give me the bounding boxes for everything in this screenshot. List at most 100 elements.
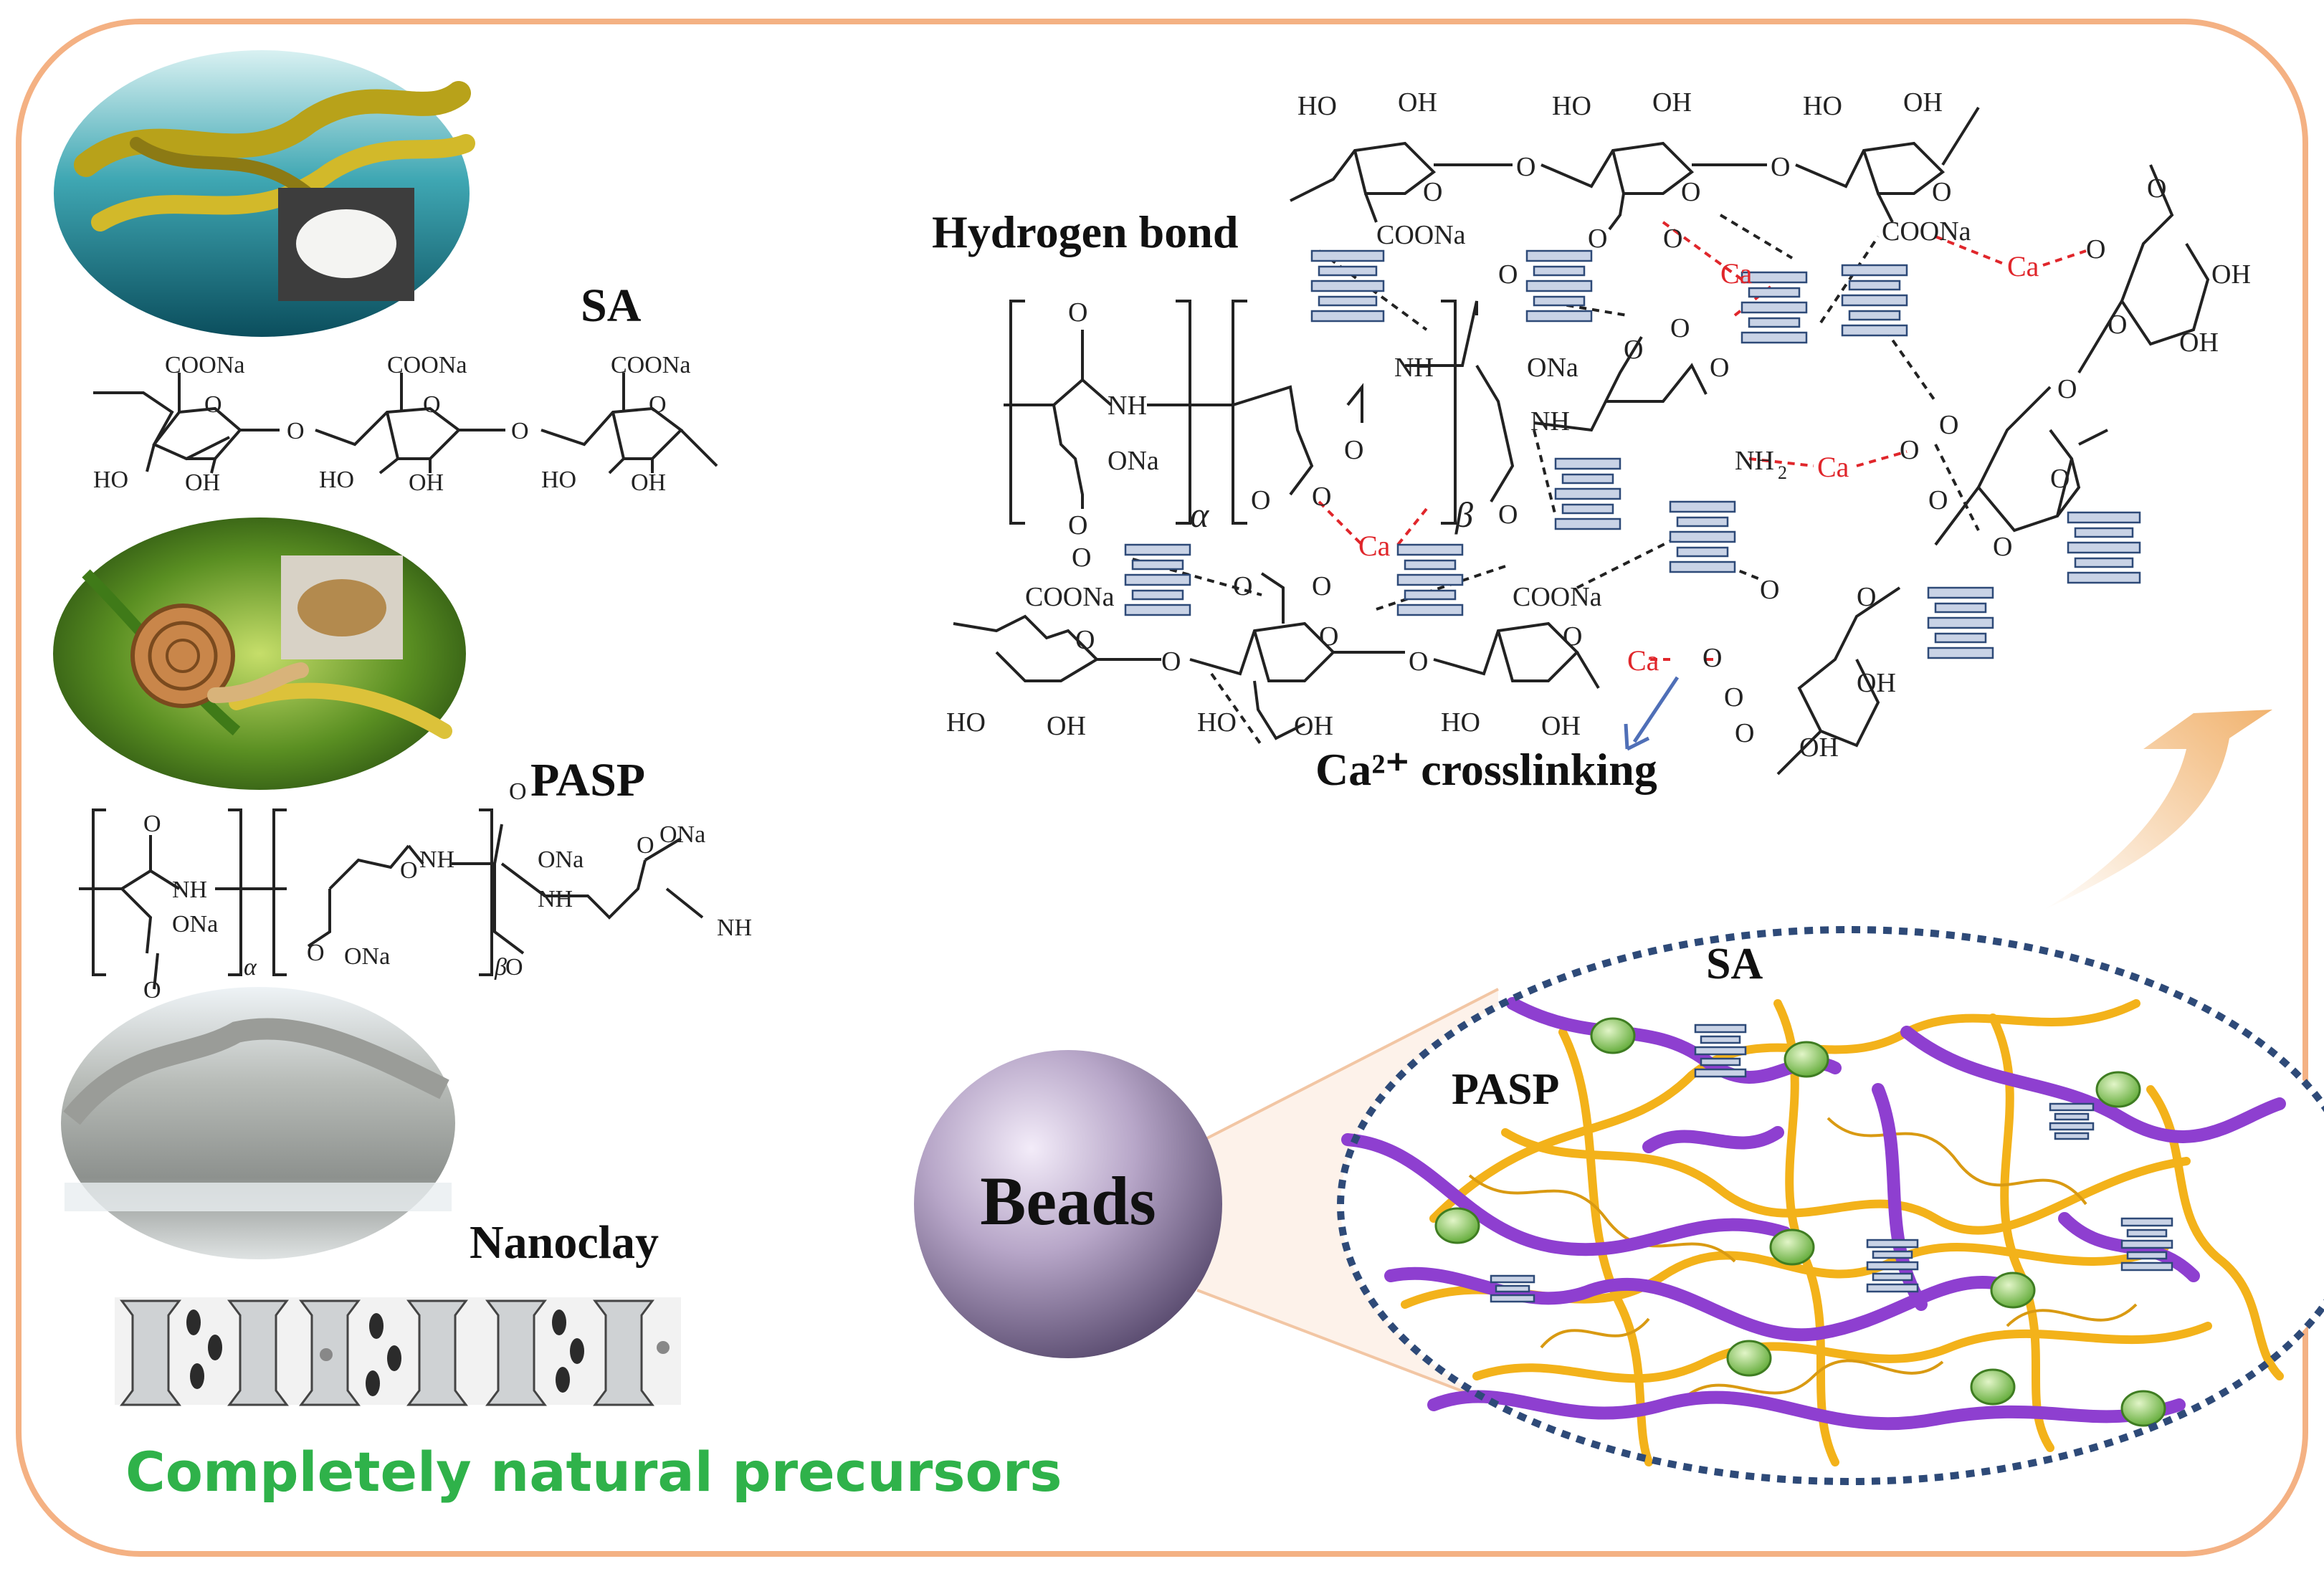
tr-oh-10: OH <box>1799 733 1839 763</box>
seaweed-photo <box>54 50 475 337</box>
pasp-o-7: O <box>505 954 523 981</box>
tr-o-27: O <box>2147 173 2166 204</box>
pasp-o-2: O <box>143 977 161 1003</box>
tr-o-8: O <box>1670 313 1690 343</box>
zoom-line-top <box>1204 988 1499 1141</box>
tr-ona-1: ONa <box>1527 353 1578 383</box>
sa-ho-1: HO <box>93 467 128 493</box>
sa-label: SA <box>581 280 642 332</box>
pasp-ona-2: ONa <box>344 943 390 970</box>
tr-ho-4: HO <box>946 707 986 738</box>
tr-o-19: O <box>1233 571 1252 601</box>
tr-o-14: O <box>1251 485 1270 515</box>
pasp-o-4: O <box>400 857 418 884</box>
tr-o-3: O <box>1681 177 1700 207</box>
tr-o-5: O <box>1932 177 1951 207</box>
tr-o-34: O <box>1993 532 2012 562</box>
tr-oh-7: OH <box>2211 259 2251 290</box>
tr-o-17: O <box>1498 500 1518 530</box>
hydrogen-bond-label: Hydrogen bond <box>932 206 1238 257</box>
tr-o-18: O <box>1072 543 1091 573</box>
ca-label-4: Ca <box>1358 530 1391 562</box>
ca-crosslink-arrowhead <box>1624 723 1650 751</box>
tr-o-28: O <box>2108 310 2127 340</box>
pasp-o-5: O <box>509 778 527 805</box>
network-pasp-label: PASP <box>1452 1065 1559 1114</box>
tr-o-13: O <box>1068 510 1087 540</box>
tr-o-26: O <box>2086 234 2105 264</box>
pasp-nh-2: NH <box>419 846 454 873</box>
sa-o-5: O <box>649 391 667 418</box>
pasp-label: PASP <box>530 754 645 806</box>
pasp-nh-1: NH <box>172 877 207 903</box>
sa-coona-1: COONa <box>165 352 244 378</box>
bead-sphere <box>914 1050 1222 1358</box>
tr-nh2: NH <box>1735 446 1774 476</box>
ca-crosslinking-label: Ca²⁺ crosslinking <box>1315 744 1657 795</box>
sa-structure <box>93 373 718 474</box>
tr-o-7: O <box>1663 224 1682 254</box>
network-sa-label: SA <box>1706 940 1763 988</box>
pasp-o-1: O <box>143 811 161 837</box>
tr-o-36: O <box>1760 575 1779 605</box>
pasp-beta-1: β <box>494 954 507 981</box>
sa-ho-2: HO <box>319 467 354 493</box>
tr-coona-4: COONa <box>1513 582 1602 612</box>
tr-oh-8: OH <box>2179 328 2219 358</box>
tr-o-35: O <box>1857 582 1876 612</box>
tr-ona-2: ONa <box>1108 446 1159 476</box>
tr-o-22: O <box>1161 647 1181 677</box>
ca-label-1: Ca <box>1720 257 1753 290</box>
tr-ho-5: HO <box>1197 707 1237 738</box>
tr-o-11: O <box>1498 259 1518 290</box>
tr-coona-3: COONa <box>1025 582 1115 612</box>
sa-o-2: O <box>287 418 305 444</box>
sa-oh-1: OH <box>185 469 220 496</box>
tr-nh-1: NH <box>1394 353 1434 383</box>
tr-alpha: α <box>1190 495 1210 535</box>
tr-o-4: O <box>1771 152 1790 182</box>
tr-o-16: O <box>1344 435 1363 465</box>
tr-nh-3: NH <box>1108 391 1147 421</box>
tr-coona-2: COONa <box>1882 216 1971 247</box>
tr-beta: β <box>1454 495 1473 535</box>
tr-o-32: O <box>2050 464 2070 494</box>
pasp-ona-3: ONa <box>538 846 584 873</box>
crosslink-scheme <box>953 106 2210 776</box>
tr-nh-2: NH <box>1530 406 1570 437</box>
tr-o-12: O <box>1068 297 1087 328</box>
tr-oh-4: OH <box>1047 711 1086 741</box>
nanoclay-photo <box>61 987 455 1259</box>
tr-oh-5: OH <box>1294 711 1333 741</box>
ca-crosslink-arrow <box>1632 676 1680 743</box>
tr-o-20: O <box>1312 571 1331 601</box>
sa-coona-3: COONa <box>611 352 690 378</box>
tr-o-31: O <box>1939 410 1958 440</box>
tr-coona-1: COONa <box>1376 220 1466 250</box>
tr-o-33: O <box>1928 485 1948 515</box>
tr-o-29: O <box>2057 374 2077 404</box>
ca-label-5: Ca <box>1627 644 1659 677</box>
tr-ho-6: HO <box>1441 707 1480 738</box>
sa-coona-2: COONa <box>387 352 467 378</box>
pasp-ona-4: ONa <box>659 821 705 848</box>
tr-o-6: O <box>1588 224 1607 254</box>
transition-arrow <box>2043 710 2272 910</box>
tr-o-2: O <box>1516 152 1535 182</box>
tr-oh-6: OH <box>1541 711 1581 741</box>
sa-oh-3: OH <box>631 469 666 496</box>
sa-o-3: O <box>423 391 441 418</box>
pasp-o-6: O <box>637 832 654 859</box>
tr-o-38: O <box>1724 682 1743 712</box>
tr-o-15: O <box>1312 482 1331 512</box>
tr-o-39: O <box>1735 718 1754 748</box>
sa-oh-2: OH <box>409 469 444 496</box>
pasp-structure <box>79 808 704 990</box>
tr-o-21: O <box>1075 625 1095 655</box>
tr-o-10: O <box>1710 353 1729 383</box>
tr-o-37: O <box>1702 643 1722 673</box>
sa-ho-3: HO <box>541 467 576 493</box>
pasp-alpha-1: α <box>244 954 257 981</box>
